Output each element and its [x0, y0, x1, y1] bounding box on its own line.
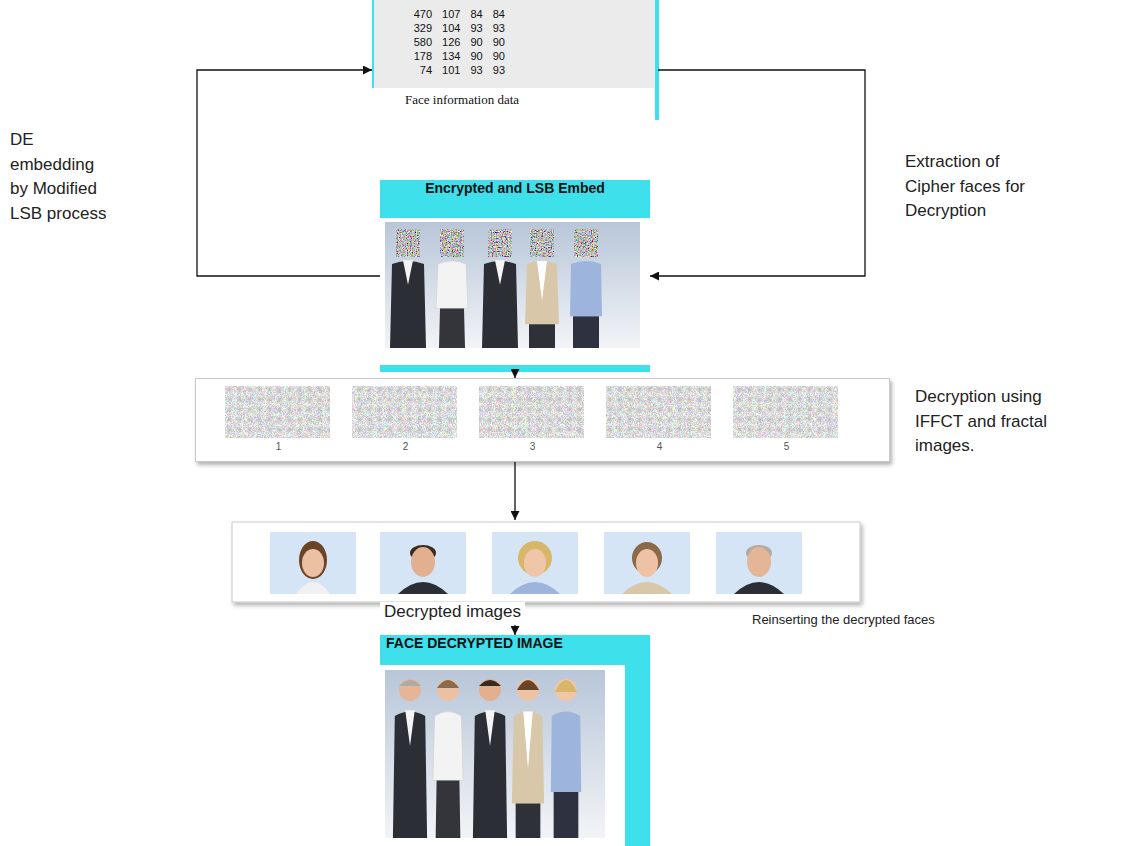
- person: [473, 710, 507, 838]
- process-box: FACE DECRYPTED IMAGE: [380, 635, 650, 846]
- cyan-bar: [380, 365, 650, 372]
- face: [437, 679, 459, 701]
- annotation: Reinserting the decrypted faces: [752, 612, 935, 627]
- photo-ground: [385, 670, 605, 838]
- cipher-image: [733, 386, 838, 438]
- table-cell: 470 107 84 84: [395, 8, 505, 20]
- shoulders: [296, 582, 330, 594]
- cipher-face: [440, 229, 464, 257]
- face-tile: [716, 532, 802, 594]
- process-box: Encrypted and LSB Embed: [380, 180, 650, 372]
- person: [390, 260, 426, 348]
- hair: [437, 680, 459, 688]
- image-strip: Decrypted images: [230, 520, 862, 625]
- shoulders: [510, 582, 560, 594]
- cipher-face: [396, 229, 420, 257]
- node-label: Face information data: [405, 92, 519, 108]
- person: [393, 710, 427, 838]
- face: [399, 679, 421, 701]
- face: [302, 549, 324, 577]
- tile-ground: [604, 532, 690, 594]
- photo-ground: [385, 222, 640, 348]
- table-cell: 329 104 93 93: [395, 22, 505, 34]
- tile-ground: [492, 532, 578, 594]
- table-cell: 74 101 93 93: [395, 64, 505, 76]
- header-text: FACE DECRYPTED IMAGE: [380, 635, 650, 665]
- shoulders: [734, 582, 784, 594]
- image-number: 4: [607, 441, 712, 452]
- face: [636, 549, 658, 577]
- hair: [555, 680, 577, 692]
- cyan-edge: [372, 0, 374, 88]
- face: [747, 547, 771, 577]
- cipher-face: [574, 229, 598, 257]
- shoulders: [398, 582, 448, 594]
- image-number: 1: [226, 441, 331, 452]
- annotation: DE embedding by Modified LSB process: [10, 128, 110, 227]
- face: [479, 679, 501, 701]
- cipher-image: [479, 386, 584, 438]
- cipher-image: [225, 386, 330, 438]
- data-table: Face information data: [372, 0, 658, 120]
- arrow-connector: [514, 625, 515, 635]
- shoulders: [622, 582, 672, 594]
- face: [411, 547, 435, 577]
- hair: [299, 541, 327, 579]
- cipher-image: [352, 386, 457, 438]
- image-number: 5: [734, 441, 839, 452]
- hair: [399, 680, 421, 686]
- image-number: 2: [353, 441, 458, 452]
- table-ground: [374, 0, 656, 88]
- hair: [479, 680, 501, 686]
- cipher-face: [530, 229, 554, 257]
- table-cell: 178 134 90 90: [395, 50, 505, 62]
- face: [555, 679, 577, 701]
- hair: [517, 680, 539, 690]
- face-tile: [380, 532, 466, 594]
- image-number: 3: [480, 441, 585, 452]
- person: [570, 261, 602, 348]
- face-tile: [270, 532, 356, 594]
- cyan-strip: [625, 665, 650, 846]
- arrow-connector: [514, 462, 515, 520]
- tile-ground: [270, 532, 356, 594]
- cyan-edge: [655, 0, 659, 120]
- tile-ground: [716, 532, 802, 594]
- face-tile: [492, 532, 578, 594]
- annotation: Decryption using IFFCT and fractal image…: [915, 385, 1065, 459]
- person: [436, 261, 468, 348]
- cipher-image: [606, 386, 711, 438]
- person: [525, 261, 559, 348]
- arrow-connector: [197, 70, 380, 276]
- face: [524, 549, 546, 577]
- cipher-face: [488, 229, 512, 257]
- person: [551, 712, 581, 839]
- person: [512, 712, 544, 839]
- table-cell: 580 126 90 90: [395, 36, 505, 48]
- strip-frame: [232, 522, 860, 602]
- person: [433, 712, 463, 839]
- node-label: Decrypted images: [380, 602, 525, 622]
- arrow-connector: [650, 70, 865, 276]
- person: [482, 260, 518, 348]
- face: [517, 679, 539, 701]
- annotation: Extraction of Cipher faces for Decryptio…: [905, 150, 1045, 224]
- header-text: Encrypted and LSB Embed: [380, 180, 650, 218]
- arrow-connector: [514, 372, 515, 378]
- tile-ground: [380, 532, 466, 594]
- image-strip: 1 2 3 4 5: [195, 378, 890, 462]
- face-tile: [604, 532, 690, 594]
